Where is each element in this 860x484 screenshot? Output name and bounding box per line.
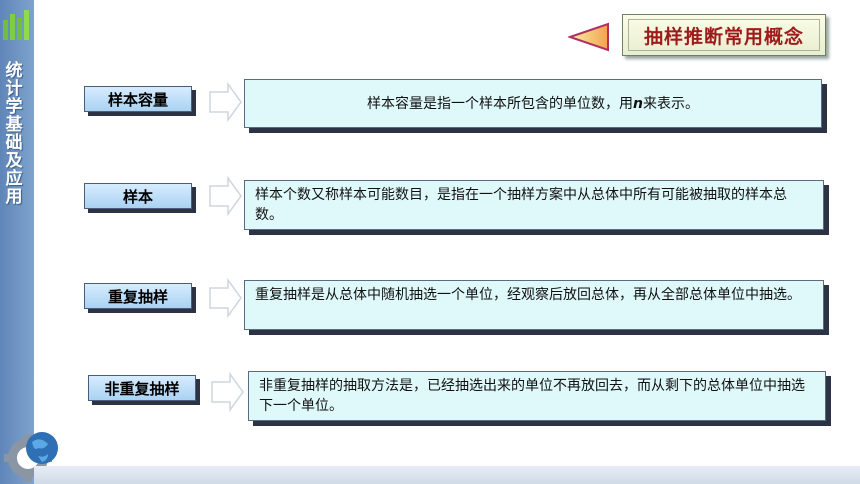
definition-box: 样本容量是指一个样本所包含的单位数，用n来表示。 (244, 79, 822, 128)
term-label: 重复抽样 (107, 287, 168, 306)
term-sample: 样本 (84, 183, 192, 209)
side-band: 统计学基础及应用 (0, 0, 34, 484)
definition-text: 非重复抽样的抽取方法是，已经抽选出来的单位不再放回去，而从剩下的总体单位中抽选下… (259, 378, 805, 414)
term-label: 样本 (122, 187, 153, 206)
right-block-arrow-icon (209, 82, 242, 122)
term-sample-size: 样本容量 (84, 86, 192, 112)
definition-box: 非重复抽样的抽取方法是，已经抽选出来的单位不再放回去，而从剩下的总体单位中抽选下… (248, 371, 826, 421)
chart-bars-icon (3, 10, 29, 40)
term-label: 样本容量 (107, 90, 168, 109)
gear-globe-icon (4, 432, 58, 482)
page-title-badge: 抽样推断常用概念 (622, 14, 826, 56)
definition-box: 重复抽样是从总体中随机抽选一个单位，经观察后放回总体，再从全部总体单位中抽选。 (244, 280, 824, 330)
right-block-arrow-icon (209, 176, 242, 216)
sidebar-title: 统计学基础及应用 (5, 61, 23, 207)
term-sampling-with-replacement: 重复抽样 (84, 283, 192, 309)
bottom-strip (34, 466, 860, 484)
right-block-arrow-icon (209, 278, 242, 318)
definition-text: 样本个数又称样本可能数目，是指在一个抽样方案中从总体中所有可能被抽取的样本总数。 (255, 187, 787, 223)
term-label: 非重复抽样 (104, 379, 180, 398)
definition-text: 重复抽样是从总体中随机抽选一个单位，经观察后放回总体，再从全部总体单位中抽选。 (255, 287, 801, 303)
term-sampling-without-replacement: 非重复抽样 (88, 375, 196, 401)
left-triangle-arrow-icon (568, 22, 609, 52)
right-block-arrow-icon (211, 372, 244, 412)
definition-box: 样本个数又称样本可能数目，是指在一个抽样方案中从总体中所有可能被抽取的样本总数。 (244, 180, 824, 230)
definition-text: 样本容量是指一个样本所包含的单位数，用n来表示。 (367, 95, 699, 112)
page-title: 抽样推断常用概念 (643, 25, 804, 48)
